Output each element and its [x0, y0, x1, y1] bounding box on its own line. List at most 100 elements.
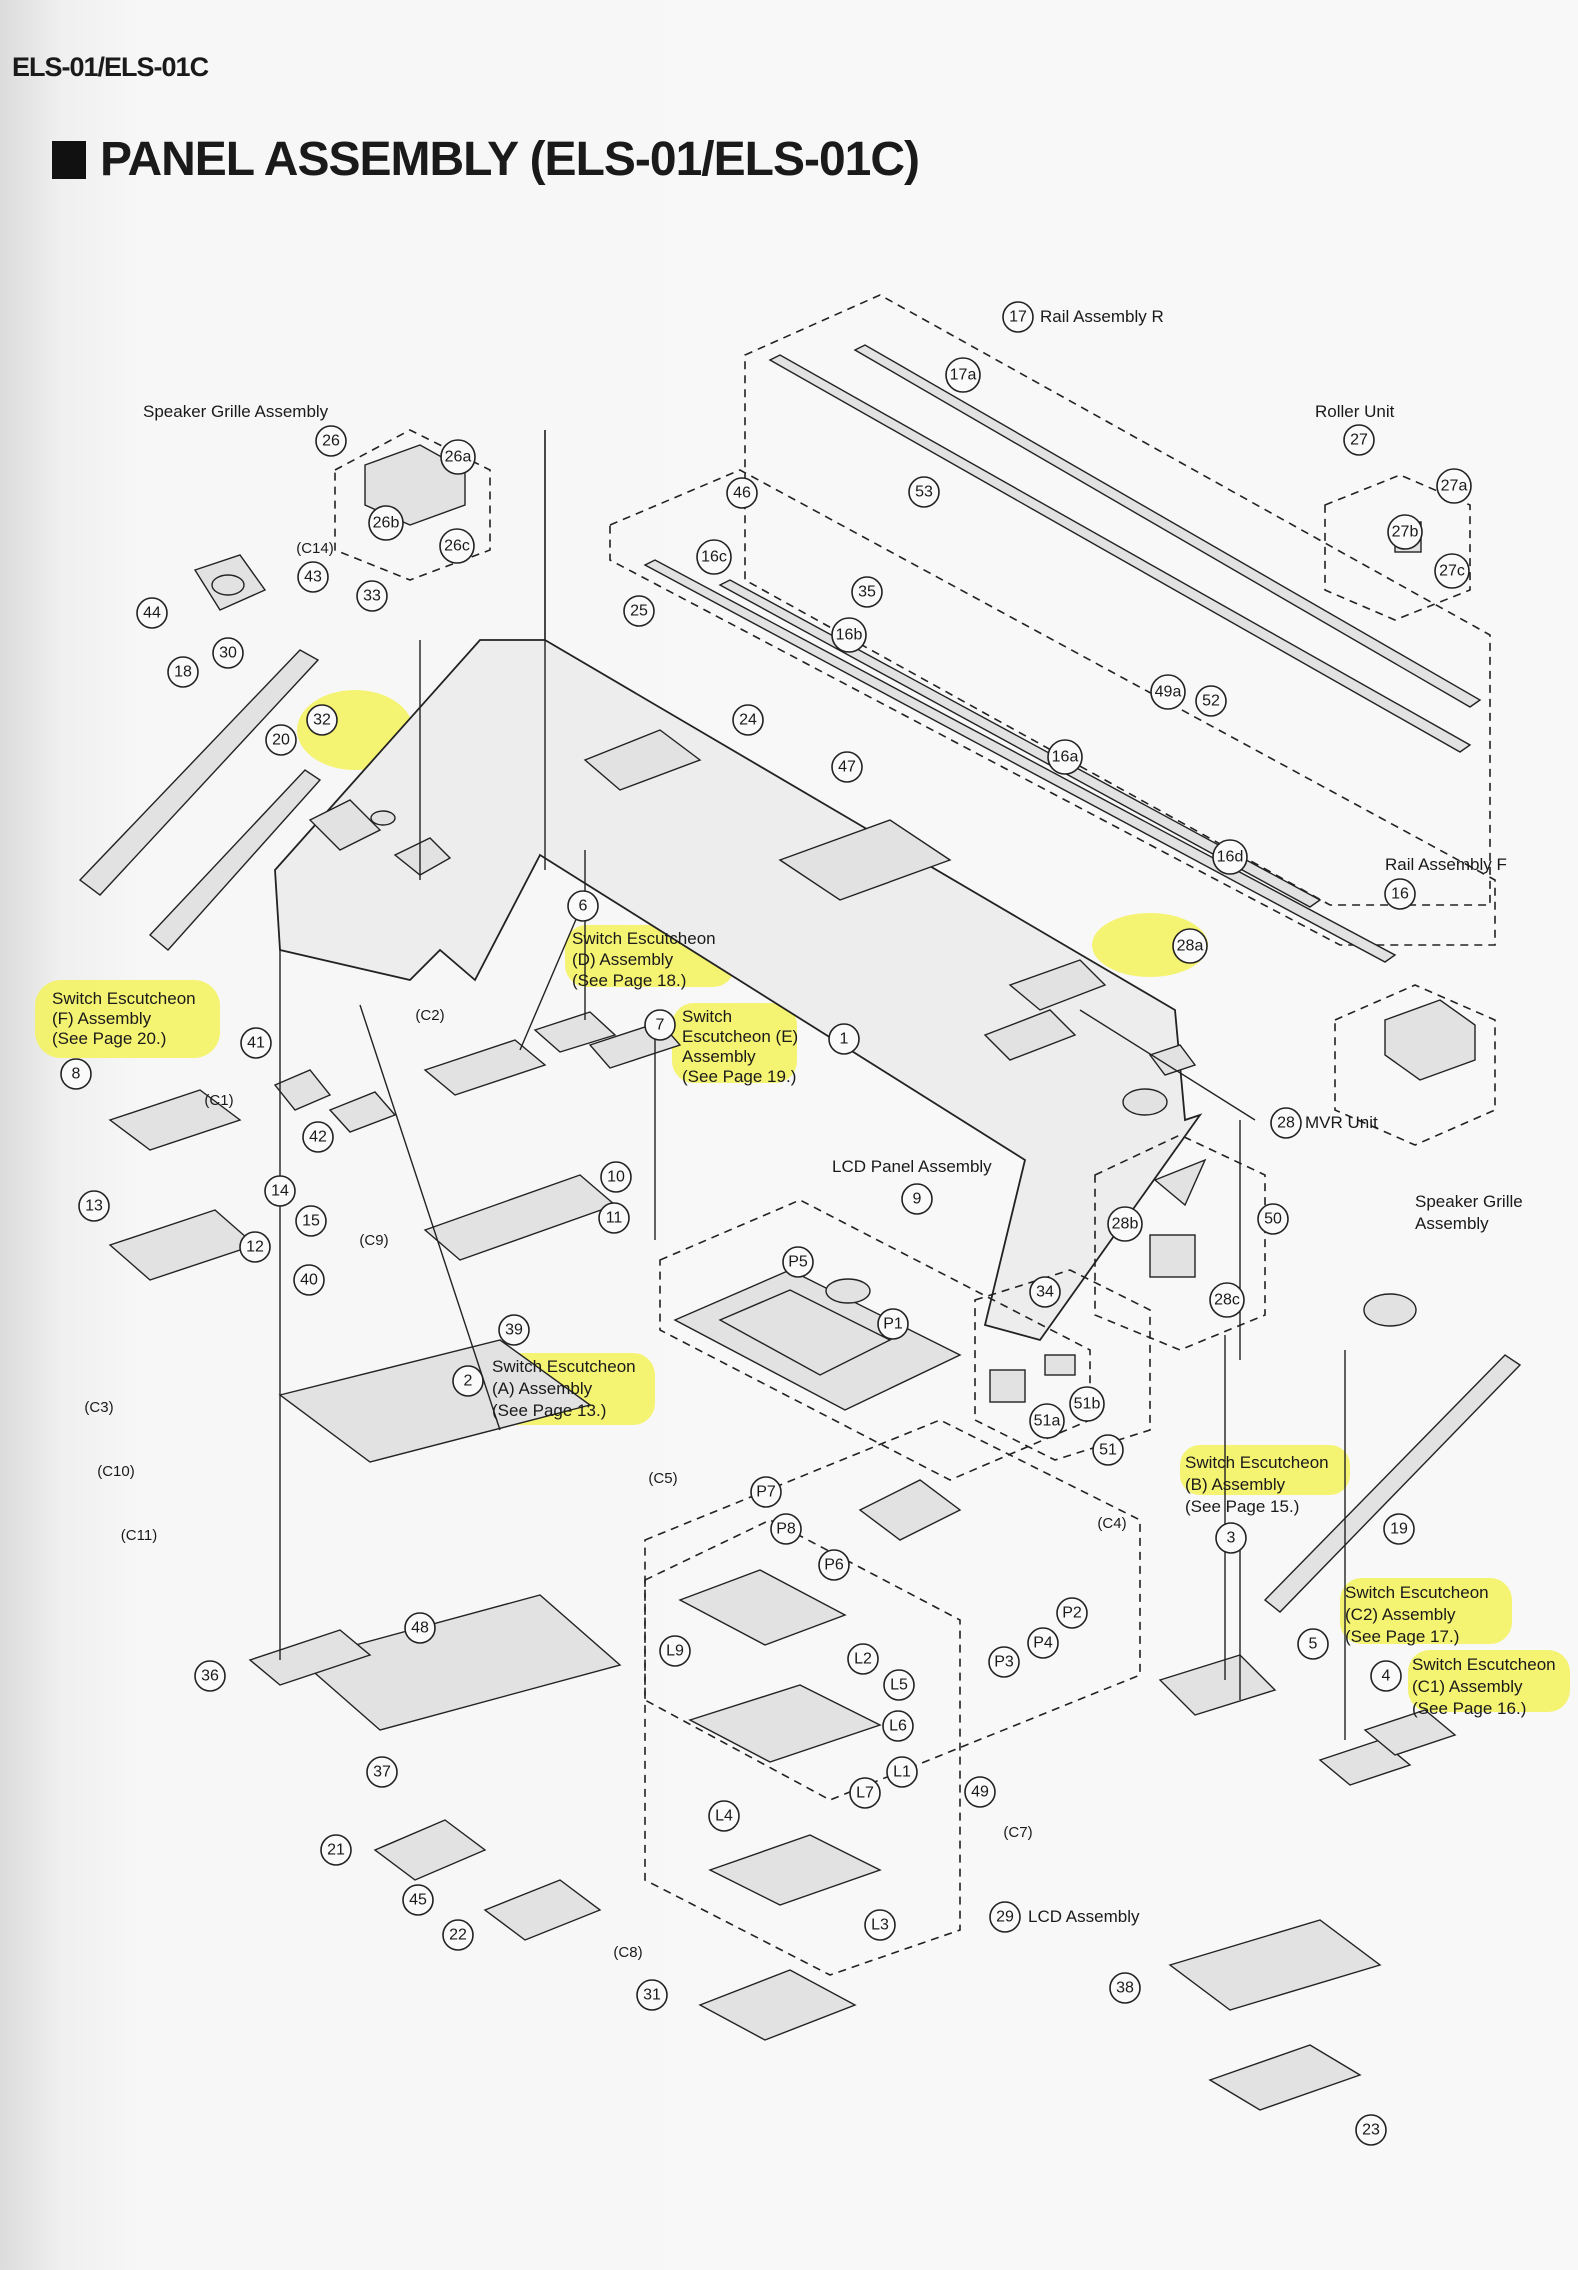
ref-f: Switch Escutcheon (F) Assembly (See Page…: [52, 989, 196, 1048]
callout-label-36: 36: [201, 1668, 219, 1685]
callout-label-26c: 26c: [444, 538, 470, 555]
callout-P8: [770, 1513, 802, 1545]
callout-44: [136, 597, 168, 629]
svg-text:(C2) Assembly: (C2) Assembly: [1345, 1605, 1456, 1624]
callout-6: [567, 890, 599, 922]
callout-label-L4: L4: [715, 1808, 733, 1825]
callout-label-10: 10: [607, 1169, 625, 1186]
callout-label-30: 30: [219, 645, 237, 662]
callout-28c: [1209, 1282, 1245, 1318]
connector-c10: (C10): [97, 1463, 135, 1480]
callout-16c: [696, 539, 732, 575]
callout-27a: [1436, 468, 1472, 504]
callout-label-51b: 51b: [1074, 1396, 1101, 1413]
callout-L2: [847, 1643, 879, 1675]
callout-23: [1355, 2114, 1387, 2146]
svg-text:Escutcheon (E): Escutcheon (E): [682, 1027, 798, 1046]
callout-label-26b: 26b: [373, 515, 400, 532]
svg-text:(A) Assembly: (A) Assembly: [492, 1379, 593, 1398]
callout-13: [78, 1190, 110, 1222]
svg-text:Switch Escutcheon: Switch Escutcheon: [52, 989, 196, 1008]
callout-P4: [1027, 1627, 1059, 1659]
callout-2: [452, 1365, 484, 1397]
callout-label-L7: L7: [856, 1785, 874, 1802]
connector-c8: (C8): [613, 1944, 642, 1961]
rail-assembly-r-group: [609, 294, 1496, 963]
connector-c2: (C2): [415, 1007, 444, 1024]
title-square-icon: [52, 140, 86, 179]
ref-c2: Switch Escutcheon (C2) Assembly (See Pag…: [1345, 1583, 1489, 1646]
callout-8: [60, 1058, 92, 1090]
svg-text:Assembly: Assembly: [682, 1047, 756, 1066]
callout-17a: [945, 357, 981, 393]
callout-1: [828, 1023, 860, 1055]
callout-49a: [1150, 674, 1186, 710]
callout-label-L1: L1: [893, 1764, 911, 1781]
callout-16: [1384, 878, 1416, 910]
callout-28: [1270, 1107, 1302, 1139]
svg-text:Switch Escutcheon: Switch Escutcheon: [1185, 1453, 1329, 1472]
callout-3: [1215, 1522, 1247, 1554]
callout-16b: [831, 617, 867, 653]
callout-35: [851, 576, 883, 608]
callout-12: [239, 1231, 271, 1263]
main-panel-body: [274, 639, 1203, 1342]
callout-L3: [864, 1909, 896, 1941]
lcd-assembly: [644, 1519, 961, 2041]
callout-label-40: 40: [300, 1272, 318, 1289]
callout-P2: [1056, 1597, 1088, 1629]
highlight-b: [1180, 1445, 1350, 1495]
svg-text:(See Page 17.): (See Page 17.): [1345, 1627, 1459, 1646]
callout-label-37: 37: [373, 1764, 391, 1781]
callout-28a: [1172, 928, 1208, 964]
label-mvr: MVR Unit: [1305, 1113, 1378, 1132]
callout-label-P7: P7: [756, 1484, 776, 1501]
svg-text:(D) Assembly: (D) Assembly: [572, 950, 674, 969]
callout-label-16: 16: [1391, 886, 1409, 903]
label-lcd-assembly: LCD Assembly: [1028, 1907, 1140, 1926]
svg-text:Switch Escutcheon: Switch Escutcheon: [572, 929, 716, 948]
label-speaker-grille-top: Speaker Grille Assembly: [143, 402, 329, 421]
callout-label-32: 32: [313, 712, 331, 729]
mvr-unit: [1094, 1134, 1266, 1351]
connector-c1: (C1): [204, 1092, 233, 1109]
callout-49: [964, 1776, 996, 1808]
callout-16d: [1212, 839, 1248, 875]
callout-label-23: 23: [1362, 2122, 1380, 2139]
callout-label-P4: P4: [1033, 1635, 1053, 1652]
callout-label-L5: L5: [890, 1677, 908, 1694]
callout-L1: [886, 1756, 918, 1788]
callout-38: [1109, 1972, 1141, 2004]
callout-label-28a: 28a: [1177, 938, 1204, 955]
callout-36: [194, 1660, 226, 1692]
callout-label-14: 14: [271, 1183, 289, 1200]
speaker-grille-top: [193, 429, 491, 611]
callout-label-28: 28: [1277, 1115, 1295, 1132]
model-header: ELS-01/ELS-01C: [12, 52, 209, 82]
callout-label-7: 7: [656, 1017, 665, 1034]
callout-33: [356, 580, 388, 612]
connector-c4: (C4): [1097, 1515, 1126, 1532]
switch-escutcheon-d-e: [423, 1011, 682, 1261]
callout-label-P2: P2: [1062, 1605, 1082, 1622]
svg-text:Switch Escutcheon: Switch Escutcheon: [492, 1357, 636, 1376]
title-text: PANEL ASSEMBLY (ELS-01/ELS-01C): [100, 133, 920, 186]
callout-19: [1383, 1513, 1415, 1545]
callout-label-24: 24: [739, 712, 757, 729]
callout-label-L9: L9: [666, 1643, 684, 1660]
callout-label-12: 12: [246, 1239, 264, 1256]
callout-label-P8: P8: [776, 1521, 796, 1538]
label-lcd-panel: LCD Panel Assembly: [832, 1157, 992, 1176]
callout-53: [908, 476, 940, 508]
callout-label-P5: P5: [788, 1254, 808, 1271]
callout-50: [1257, 1203, 1289, 1235]
callout-L6: [882, 1710, 914, 1742]
callout-label-27c: 27c: [1439, 563, 1465, 580]
ref-c1: Switch Escutcheon (C1) Assembly (See Pag…: [1412, 1655, 1556, 1718]
callout-label-17a: 17a: [950, 367, 977, 384]
callout-label-21: 21: [327, 1842, 345, 1859]
svg-text:(See Page 13.): (See Page 13.): [492, 1401, 606, 1420]
label-speaker-grille-right-1: Speaker Grille: [1415, 1192, 1523, 1211]
callout-label-51: 51: [1099, 1442, 1117, 1459]
